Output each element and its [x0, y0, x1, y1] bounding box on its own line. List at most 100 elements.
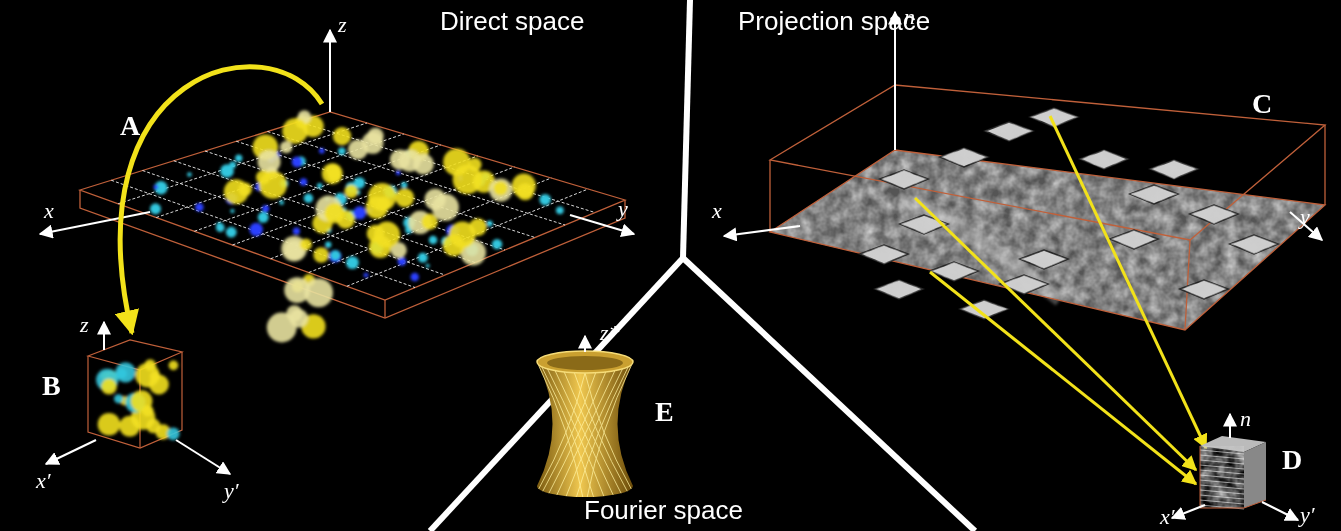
tile-texture [1000, 275, 1048, 294]
projection-texture [770, 150, 1325, 330]
axis-label: z [80, 314, 89, 336]
fourier-shape [537, 362, 633, 497]
cyan-blob [279, 200, 284, 205]
lattice-line [538, 364, 583, 497]
axis-label: x [44, 200, 54, 222]
axis [103, 322, 105, 350]
stack-slice [1200, 490, 1244, 494]
lattice-line [564, 372, 621, 493]
projection-tile [880, 170, 928, 189]
blob [98, 413, 121, 436]
cyan-blob [262, 205, 269, 212]
cyan-blob [338, 148, 345, 155]
axis-label: n [904, 6, 915, 28]
stack-slice [1200, 495, 1244, 499]
yellow-blob [324, 203, 344, 223]
projection-tile [860, 245, 908, 264]
stack-slice [1200, 480, 1244, 484]
fourier-lattice [538, 364, 632, 497]
tile-texture [875, 280, 923, 299]
tile-texture [880, 170, 928, 189]
yellow-blob [282, 118, 308, 144]
blob [101, 379, 117, 395]
axis-label: x′ [1160, 506, 1175, 528]
yellow-blob [304, 278, 333, 307]
fourier-rim [537, 351, 633, 373]
cyan-blob [539, 194, 550, 205]
tile-texture [985, 122, 1033, 141]
yellow-blob [362, 132, 384, 154]
blob [169, 360, 179, 370]
yellow-blob [449, 221, 476, 248]
panel-letter: E [655, 398, 674, 426]
yellow-blob [256, 170, 270, 184]
projection-tile [940, 148, 988, 167]
lattice-line [547, 369, 603, 496]
panel-title: Direct space [440, 8, 585, 34]
yellow-blob [489, 179, 512, 202]
blob [131, 390, 153, 412]
projection-tile [1180, 280, 1228, 299]
yellow-blob [300, 238, 312, 250]
fourier-hole [547, 356, 623, 370]
cyan-blob [230, 209, 234, 213]
tile-texture [1150, 160, 1198, 179]
tile-texture [1190, 205, 1238, 224]
cyan-blob [429, 236, 438, 245]
grid-line [268, 132, 566, 226]
axis [40, 212, 150, 234]
cyan-blob [292, 157, 303, 168]
axis [176, 440, 230, 474]
stack-slice [1200, 470, 1244, 474]
curved-arrow [120, 67, 322, 333]
cyan-blob [154, 181, 167, 194]
yellow-blob [224, 179, 249, 204]
blob [150, 371, 160, 381]
cyan-blob [249, 223, 263, 237]
axis-label: x [712, 200, 722, 222]
divider [683, 0, 690, 258]
lattice-line [542, 367, 594, 497]
projection-tile [1110, 230, 1158, 249]
yellow-blob [367, 225, 385, 243]
stack-slice [1200, 475, 1244, 479]
panel-letter: C [1252, 90, 1272, 118]
projection-tile [1020, 250, 1068, 269]
volume-render [150, 110, 564, 342]
axis-label: x′ [36, 470, 51, 492]
tile-texture [940, 148, 988, 167]
cyan-blob [293, 228, 300, 235]
axis [1172, 505, 1205, 518]
cyan-blob [226, 227, 237, 238]
blob [167, 427, 180, 440]
axis-label: n [1240, 408, 1251, 430]
stack-slice [1200, 455, 1244, 459]
stack-slice [1200, 460, 1244, 464]
yellow-blob [313, 247, 329, 263]
panel-title: Projection space [738, 8, 930, 34]
yellow-blob [258, 150, 281, 173]
cyan-blob [304, 194, 313, 203]
cyan-blob [330, 250, 340, 260]
cyan-blob [317, 183, 323, 189]
tile-texture [1180, 280, 1228, 299]
yellow-arrows [915, 116, 1206, 484]
cyan-blob [364, 273, 369, 278]
cyan-blob [492, 239, 502, 249]
axis [46, 440, 96, 464]
projection-tile [1130, 185, 1178, 204]
yellow-blob [512, 174, 536, 198]
yellow-blob [390, 150, 410, 170]
cyan-blob [487, 220, 493, 226]
panel-title: Fourier space [584, 497, 743, 523]
cyan-blob [398, 257, 407, 266]
projection-tile [1150, 160, 1198, 179]
cyan-blob [300, 178, 307, 185]
projection-ridge [900, 200, 1060, 300]
projection-tile [1000, 275, 1048, 294]
axis-label: y′ [1300, 504, 1315, 526]
yellow-blob [413, 154, 434, 175]
lattice-line [543, 373, 596, 492]
yellow-blob [443, 149, 470, 176]
